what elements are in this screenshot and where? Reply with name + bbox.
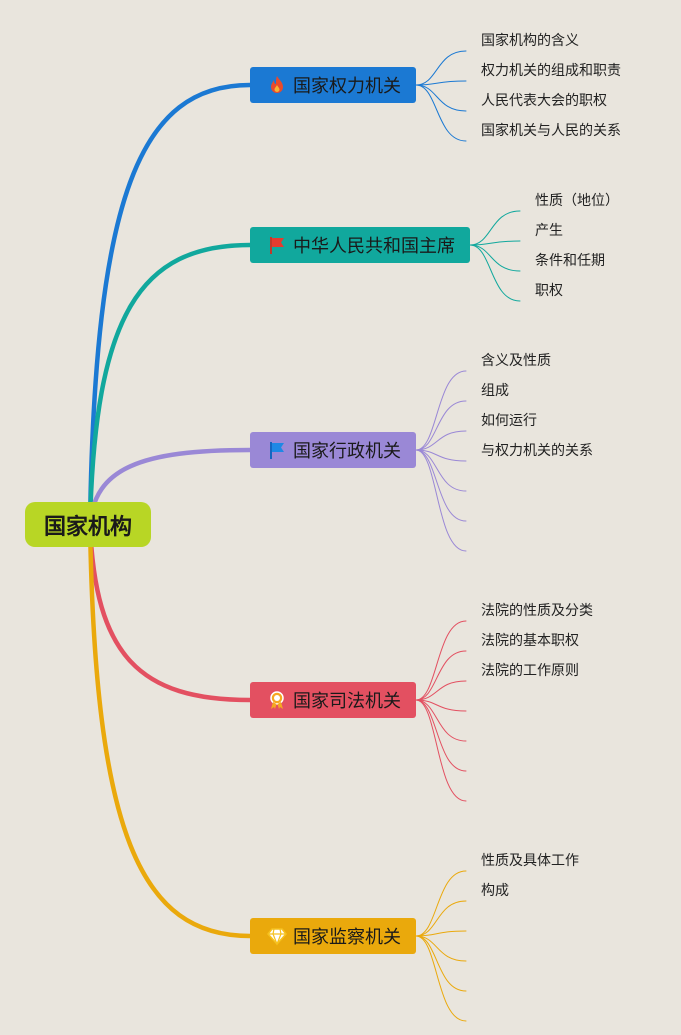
branch-to-leaf-connector [415,50,467,86]
branch-judicial-organs[interactable]: 国家司法机关 [250,682,416,718]
branch-to-leaf-connector [415,680,467,701]
branch-to-leaf-connector [415,400,467,451]
branch-to-leaf-connector [415,699,467,802]
leaf-topic[interactable]: 条件和任期 [535,253,605,269]
flame-icon [267,75,287,95]
branch-to-leaf-connector [415,699,467,742]
red-flag-icon [267,235,287,255]
branch-to-leaf-connector [415,699,467,772]
branch-to-leaf-connector [415,449,467,522]
leaf-topic[interactable]: 构成 [481,883,509,899]
branch-state-president[interactable]: 中华人民共和国主席 [250,227,470,263]
leaf-topic[interactable]: 权力机关的组成和职责 [481,63,621,79]
branch-label: 国家司法机关 [293,691,401,712]
leaf-topic[interactable]: 法院的基本职权 [481,633,579,649]
leaf-topic[interactable]: 人民代表大会的职权 [481,93,607,109]
branch-to-leaf-connector [415,935,467,962]
branch-to-leaf-connector [415,650,467,701]
branch-to-leaf-connector [469,244,521,272]
branch-supervisory-organs[interactable]: 国家监察机关 [250,918,416,954]
leaf-topic[interactable]: 国家机关与人民的关系 [481,123,621,139]
branch-to-leaf-connector [469,210,521,246]
branch-to-leaf-connector [415,449,467,552]
root-to-branch-connector [87,521,253,703]
branch-to-leaf-connector [469,240,521,246]
branch-administrative-organs[interactable]: 国家行政机关 [250,432,416,468]
branch-to-leaf-connector [469,244,521,302]
branch-to-leaf-connector [415,84,467,142]
leaf-topic[interactable]: 法院的工作原则 [481,663,579,679]
leaf-topic[interactable]: 国家机构的含义 [481,33,579,49]
branch-label: 国家行政机关 [293,441,401,462]
blue-flag-icon [267,440,287,460]
root-node-label: 国家机构 [43,514,132,540]
branch-label: 中华人民共和国主席 [293,236,455,257]
medal-icon [267,690,287,710]
branch-to-leaf-connector [415,370,467,451]
leaf-topic[interactable]: 性质及具体工作 [481,853,579,869]
branch-to-leaf-connector [415,449,467,492]
branch-to-leaf-connector [415,870,467,937]
branch-label: 国家权力机关 [293,76,401,97]
branch-to-leaf-connector [415,430,467,451]
root-to-branch-connector [87,82,253,527]
root-node[interactable]: 国家机构 [25,502,151,547]
leaf-topic[interactable]: 职权 [535,283,563,299]
branch-to-leaf-connector [415,900,467,937]
leaf-topic[interactable]: 产生 [535,223,563,239]
branch-to-leaf-connector [415,620,467,701]
branch-to-leaf-connector [415,935,467,992]
diamond-icon [267,926,287,946]
root-to-branch-connector [87,242,253,527]
leaf-topic[interactable]: 与权力机关的关系 [481,443,593,459]
branch-to-leaf-connector [415,84,467,112]
leaf-topic[interactable]: 含义及性质 [481,353,551,369]
branch-label: 国家监察机关 [293,927,401,948]
root-to-branch-connector [87,521,253,939]
branch-to-leaf-connector [415,935,467,1022]
leaf-topic[interactable]: 法院的性质及分类 [481,603,593,619]
branch-state-power-organs[interactable]: 国家权力机关 [250,67,416,103]
branch-to-leaf-connector [415,930,467,937]
leaf-topic[interactable]: 如何运行 [481,413,537,429]
leaf-topic[interactable]: 性质（地位） [535,193,619,209]
leaf-topic[interactable]: 组成 [481,383,509,399]
branch-to-leaf-connector [415,80,467,86]
